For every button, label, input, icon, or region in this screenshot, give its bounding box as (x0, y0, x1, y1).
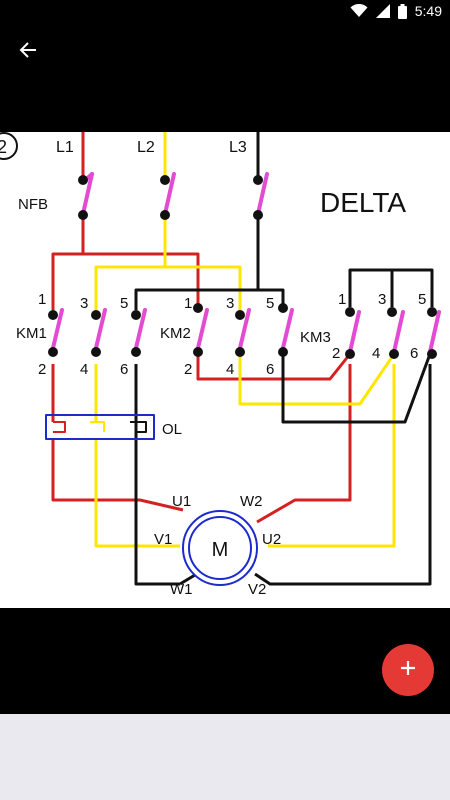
label-km2: KM2 (160, 325, 191, 342)
svg-text:4: 4 (226, 361, 234, 378)
label-u1: U1 (172, 493, 191, 510)
red-wires (51, 132, 352, 524)
bottom-panel (0, 714, 450, 800)
wiring-diagram: M 2 L1 L2 L3 NFB DELTA 1 3 5 1 3 5 1 3 5… (0, 132, 450, 608)
svg-text:5: 5 (418, 291, 426, 308)
signal-icon (375, 4, 390, 18)
svg-text:3: 3 (378, 291, 386, 308)
battery-icon (397, 3, 407, 19)
svg-text:4: 4 (80, 361, 88, 378)
app-bar (0, 24, 450, 80)
arrow-back-icon (19, 41, 37, 64)
black-wires (134, 132, 434, 586)
label-l1: L1 (56, 139, 74, 156)
svg-text:2: 2 (332, 345, 340, 362)
svg-text:1: 1 (38, 291, 46, 308)
label-km3: KM3 (300, 329, 331, 346)
overload-relay (45, 414, 155, 440)
plus-icon (400, 660, 416, 681)
add-button[interactable] (382, 644, 434, 696)
svg-text:3: 3 (226, 295, 234, 312)
diagram-title: DELTA (320, 187, 406, 218)
back-button[interactable] (12, 36, 44, 68)
label-l3: L3 (229, 139, 247, 156)
svg-text:5: 5 (120, 295, 128, 312)
status-time: 5:49 (414, 3, 442, 19)
svg-text:6: 6 (266, 361, 274, 378)
svg-text:6: 6 (120, 361, 128, 378)
svg-text:2: 2 (184, 361, 192, 378)
label-w1: W1 (170, 581, 193, 598)
yellow-wires (94, 132, 396, 548)
label-u2: U2 (262, 531, 281, 548)
svg-text:3: 3 (80, 295, 88, 312)
wifi-icon (350, 4, 368, 18)
svg-text:2: 2 (38, 361, 46, 378)
label-nfb: NFB (18, 196, 48, 213)
label-w2: W2 (240, 493, 263, 510)
label-km1: KM1 (16, 325, 47, 342)
figure-number-circle (0, 132, 18, 160)
svg-text:1: 1 (338, 291, 346, 308)
svg-text:6: 6 (410, 345, 418, 362)
label-v2: V2 (248, 581, 266, 598)
svg-text:1: 1 (184, 295, 192, 312)
motor: M (182, 510, 258, 586)
label-ol: OL (162, 421, 182, 438)
svg-text:5: 5 (266, 295, 274, 312)
label-l2: L2 (137, 139, 155, 156)
label-v1: V1 (154, 531, 172, 548)
motor-label: M (212, 539, 229, 561)
contact-dots (48, 175, 437, 359)
figure-number: 2 (0, 137, 7, 157)
status-bar: 5:49 (0, 0, 450, 24)
svg-text:4: 4 (372, 345, 380, 362)
image-viewer[interactable]: M 2 L1 L2 L3 NFB DELTA 1 3 5 1 3 5 1 3 5… (0, 80, 450, 714)
